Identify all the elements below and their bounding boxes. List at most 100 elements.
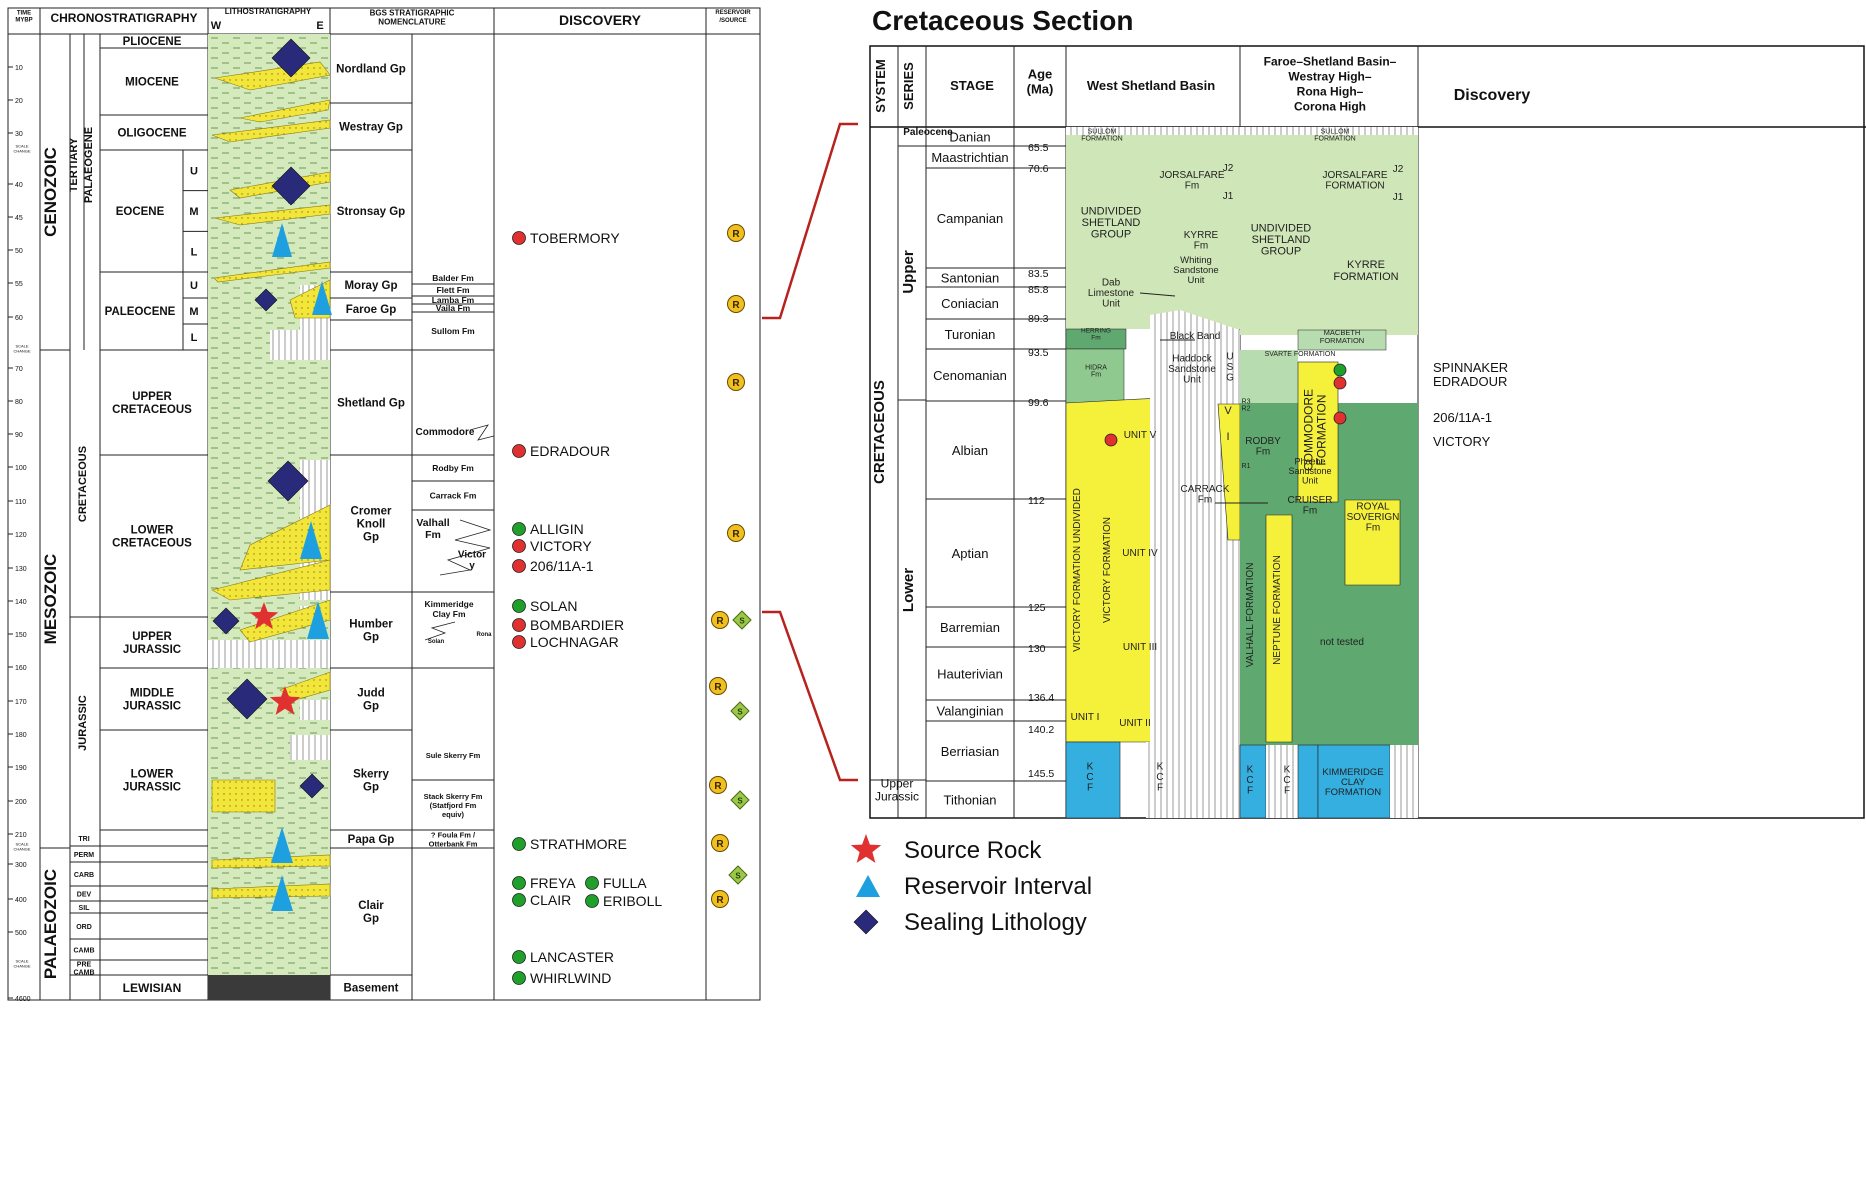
reservoir-badge-label: R xyxy=(732,378,740,389)
source-badge-label: S xyxy=(737,708,743,717)
legend-label: Sealing Lithology xyxy=(904,909,1087,936)
header-west-shetland: West Shetland Basin xyxy=(1087,78,1215,93)
reservoir-badge-label: R xyxy=(714,682,722,693)
lewisian-label: LEWISIAN xyxy=(123,981,182,995)
hatched-gap xyxy=(290,735,330,760)
header-discovery: DISCOVERY xyxy=(559,12,642,28)
unit-label: NEPTUNE FORMATION xyxy=(1272,555,1283,665)
header-stage: STAGE xyxy=(950,78,994,93)
time-tick-label: 500 xyxy=(15,930,27,937)
panel-title: Cretaceous Section xyxy=(872,5,1133,36)
formation-sketch-line xyxy=(424,621,456,641)
series-label: MIOCENE xyxy=(125,77,179,89)
legend-source-icon xyxy=(850,834,882,863)
header-chronostratigraphy: CHRONOSTRATIGRAPHY xyxy=(50,11,197,25)
time-tick-label: 150 xyxy=(15,632,27,639)
reservoir-badge-label: R xyxy=(732,529,740,540)
discovery-label: ALLIGIN xyxy=(530,521,584,537)
palaeozoic-system-label: TRI xyxy=(78,836,89,843)
time-tick-label: 55 xyxy=(15,281,23,288)
seal-diamond-icon xyxy=(212,607,240,635)
time-tick-label: 50 xyxy=(15,248,23,255)
reservoir-badge-label: R xyxy=(732,229,740,240)
source-badge-label: S xyxy=(739,617,745,626)
bgs-group-label: Papa Gp xyxy=(348,834,395,846)
reservoir-badge-icon xyxy=(711,834,729,852)
unit-label: J2 xyxy=(1223,163,1234,174)
discovery-red-dot-icon xyxy=(512,444,526,458)
stage-label: Turonian xyxy=(945,327,996,342)
header-faroe-shetland: Faroe–Shetland Basin–Westray High–Rona H… xyxy=(1264,55,1397,114)
unit-label: UNIT II xyxy=(1119,718,1150,729)
shetland-group-fill xyxy=(1240,135,1418,335)
hatched-gap xyxy=(1240,127,1418,135)
source-badge-icon xyxy=(732,610,752,630)
seal-diamond-icon xyxy=(271,38,311,78)
series-label: OLIGOCENE xyxy=(117,128,186,140)
bgs-group-label: Nordland Gp xyxy=(336,64,406,76)
time-tick-label: 200 xyxy=(15,799,27,806)
red-dot-icon xyxy=(1333,376,1347,390)
age-label: 89.3 xyxy=(1028,313,1049,325)
hatched-gap xyxy=(208,640,330,668)
source-badge-icon xyxy=(730,790,750,810)
era-palaeozoic: PALAEOZOIC xyxy=(41,869,60,979)
reservoir-badge-icon xyxy=(711,890,729,908)
age-label: 65.5 xyxy=(1028,142,1049,154)
unit-label: VICTORY FORMATION UNDIVIDED xyxy=(1072,488,1083,652)
header-lithostratigraphy: LITHOSTRATIGRAPHY xyxy=(225,7,312,16)
reservoir-badge-icon xyxy=(711,611,729,629)
header-age: Age(Ma) xyxy=(1027,67,1054,97)
discovery-red-dot-icon xyxy=(512,618,526,632)
series-label: PLIOCENE xyxy=(123,36,182,48)
palaeozoic-system-label: PERM xyxy=(74,852,94,859)
bgs-group-label: Faroe Gp xyxy=(346,304,396,316)
header-system: SYSTEM xyxy=(873,59,888,112)
green-dot-icon xyxy=(1333,363,1347,377)
unit-label: R1 xyxy=(1242,463,1251,470)
formation-label: Sullom Fm xyxy=(431,326,475,336)
formation-label: Vaila Fm xyxy=(436,303,471,313)
unit-label: UNIT I xyxy=(1071,712,1100,723)
discovery-green-dot-icon xyxy=(512,893,526,907)
formation-label: Commodore xyxy=(416,427,475,438)
discovery-green-dot-icon xyxy=(512,599,526,613)
kcf-fill xyxy=(1065,741,1121,819)
sandstone-wedge xyxy=(213,261,331,283)
subseries-label: M xyxy=(189,206,198,218)
discovery-label: SPINNAKER xyxy=(1433,360,1508,375)
palaeozoic-system-label: CAMB xyxy=(74,948,95,955)
formation-label: Lamba Fm xyxy=(432,295,475,305)
macbeth-fill xyxy=(1297,329,1387,351)
reservoir-badge-label: R xyxy=(714,781,722,792)
time-tick-label: 120 xyxy=(15,532,27,539)
reservoir-triangle-icon xyxy=(300,521,322,559)
reservoir-badge-icon xyxy=(727,295,745,313)
time-tick-label: 70 xyxy=(15,366,23,373)
stage-label: Tithonian xyxy=(944,793,997,808)
unit-label: VICTORY FORMATION xyxy=(1102,517,1113,623)
unit-label: VALHALL FORMATION xyxy=(1245,563,1256,668)
header-e: E xyxy=(316,20,323,32)
unit-label: UNIT V xyxy=(1124,430,1157,441)
formation-label: ? Foula Fm /Otterbank Fm xyxy=(429,831,478,849)
series-upper: Upper xyxy=(900,250,917,294)
subseries-label: L xyxy=(191,247,198,259)
reservoir-badge-icon xyxy=(727,524,745,542)
royal-sovereign-fill xyxy=(1344,499,1401,586)
